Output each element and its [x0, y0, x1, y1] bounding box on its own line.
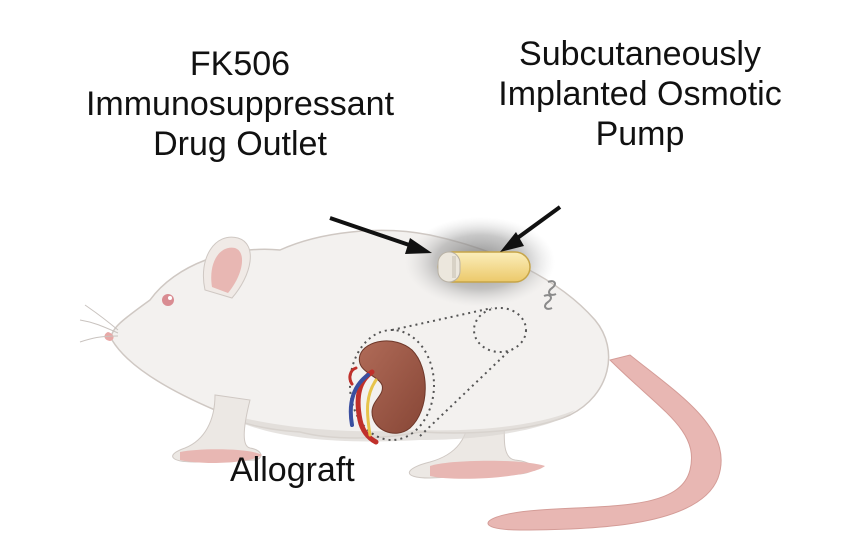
suture-icon — [543, 280, 557, 310]
rat-back-foot — [430, 460, 545, 479]
allograft-label: Allograft — [230, 451, 355, 489]
pump-label-line-2: Implanted Osmotic — [498, 75, 782, 113]
pump-label-line-1: Subcutaneously — [519, 35, 761, 73]
rat-eye — [162, 294, 174, 306]
pump-label: Subcutaneously Implanted Osmotic Pump — [455, 34, 825, 154]
rat-whiskers — [79, 304, 119, 343]
osmotic-pump-icon — [437, 251, 531, 283]
magnification-lines — [349, 307, 527, 441]
pump-label-line-3: Pump — [595, 115, 685, 153]
kidney-icon — [348, 340, 426, 445]
rat-front-foot — [180, 449, 262, 463]
drug-outlet-label-line-3: Drug Outlet — [153, 125, 327, 163]
drug-outlet-label: FK506 Immunosuppressant Drug Outlet — [40, 44, 440, 164]
drug-outlet-label-line-2: Immunosuppressant — [85, 85, 395, 123]
drug-outlet-label-line-1: FK506 — [189, 45, 291, 83]
rat-tail — [487, 354, 722, 531]
arrow-icon — [329, 205, 562, 254]
